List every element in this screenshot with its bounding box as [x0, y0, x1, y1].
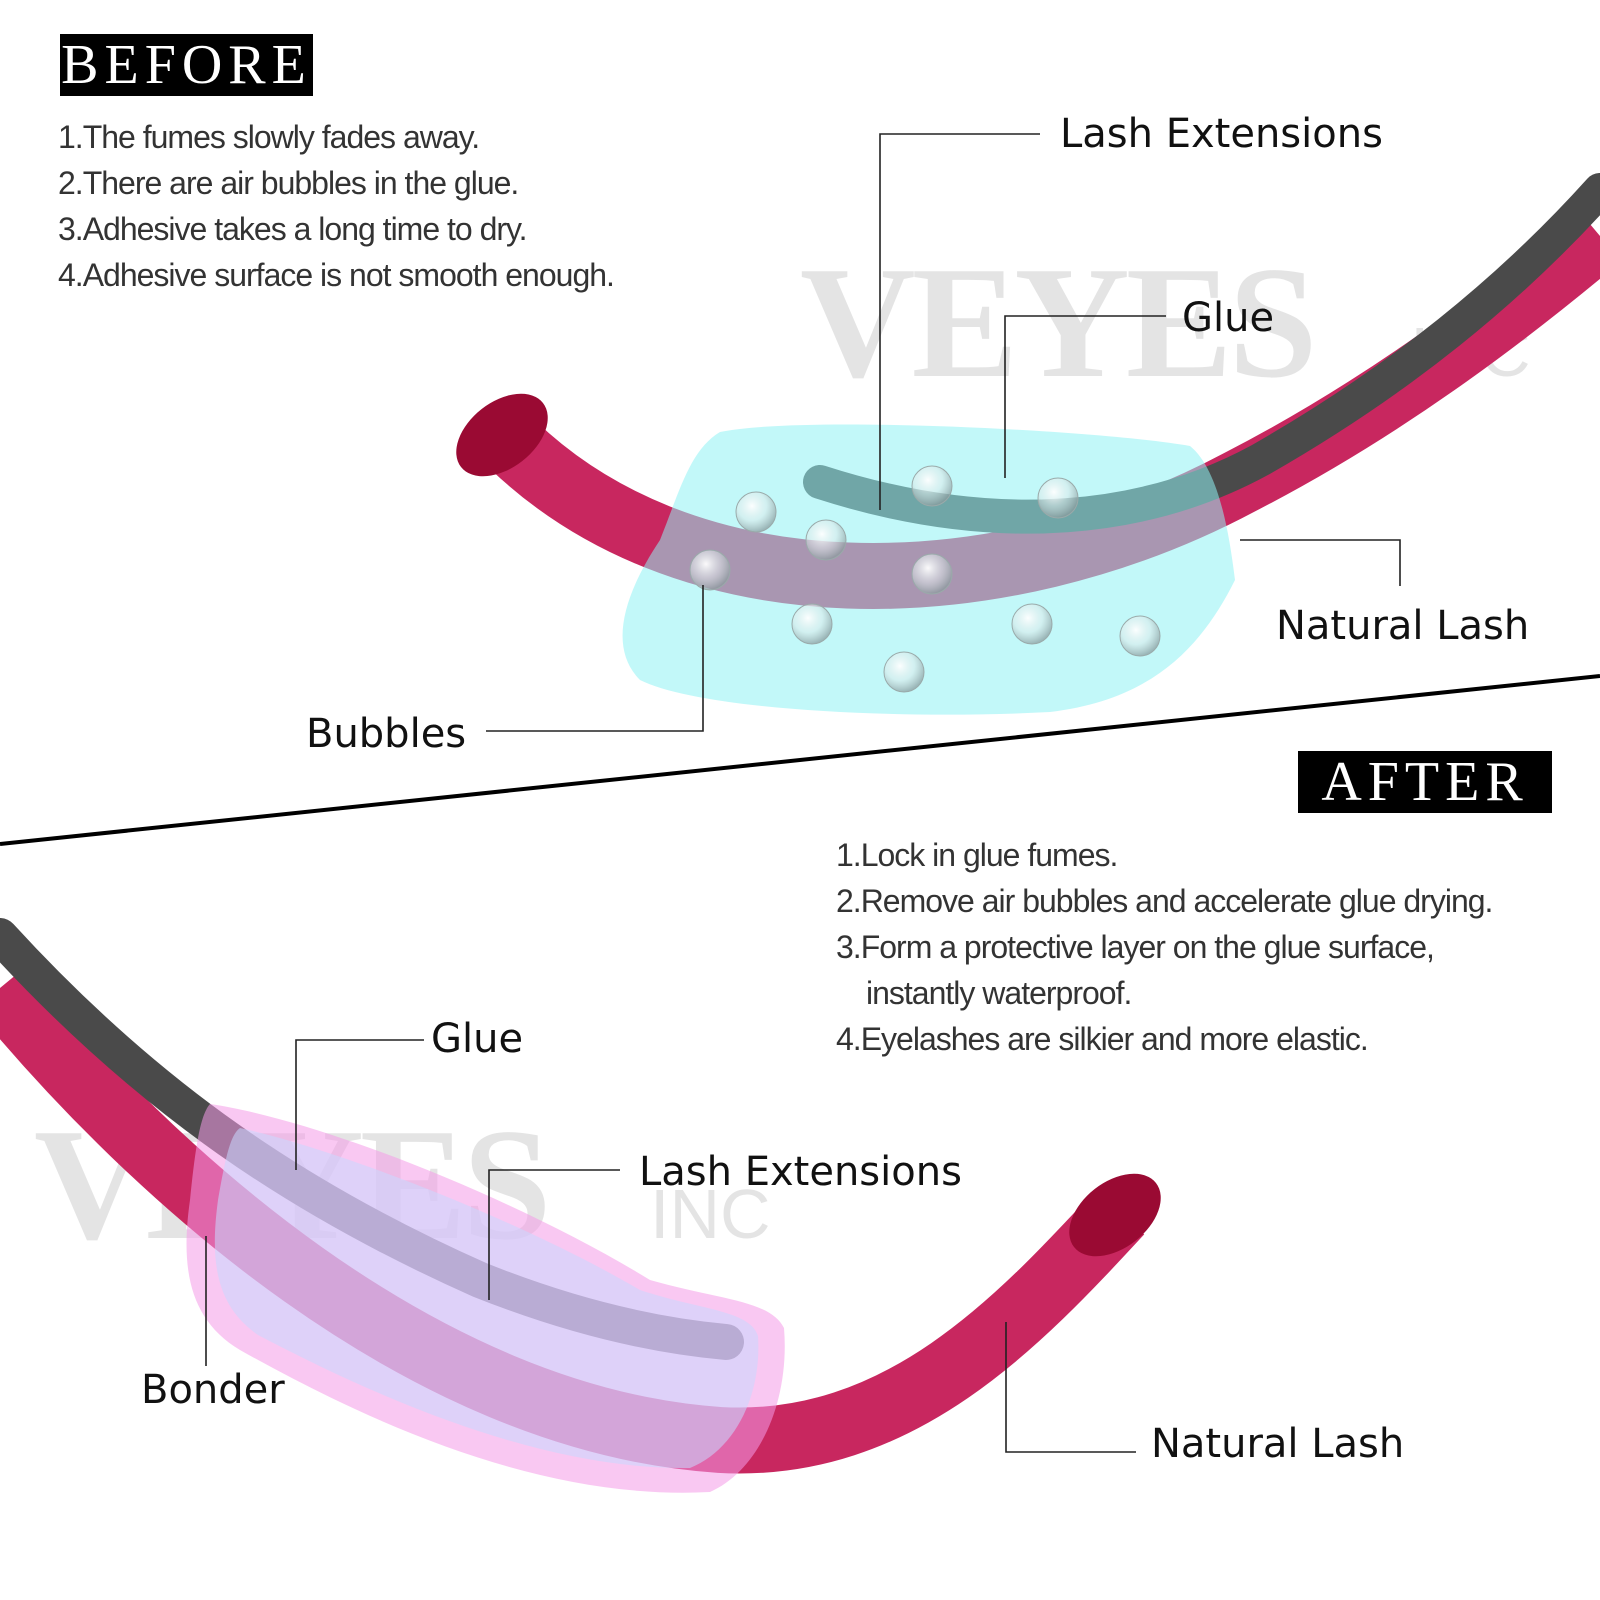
leader-lash-extensions — [879, 133, 1040, 510]
before-points-list: 1.The fumes slowly fades away. 2.There a… — [58, 114, 758, 298]
leader-after-glue — [295, 1039, 424, 1170]
watermark-brand-top: VEYES — [800, 233, 1314, 411]
before-bubbles — [689, 465, 1161, 693]
after-point: 2.Remove air bubbles and accelerate glue… — [836, 883, 1493, 919]
watermark-suffix-bottom: INC — [650, 1175, 771, 1253]
label-after-lash-extensions: Lash Extensions — [639, 1149, 962, 1195]
label-before-lash-extensions: Lash Extensions — [1060, 111, 1383, 157]
label-after-glue: Glue — [431, 1016, 524, 1062]
bubble — [1037, 477, 1079, 519]
before-heading: BEFORE — [60, 34, 313, 96]
leader-after-lash-extensions — [488, 1169, 620, 1300]
bubble — [911, 553, 953, 595]
bubble — [735, 491, 777, 533]
before-leader-lines — [486, 133, 1401, 732]
bubble — [791, 603, 833, 645]
before-point: 2.There are air bubbles in the glue. — [58, 165, 519, 201]
before-point: 3.Adhesive takes a long time to dry. — [58, 211, 528, 247]
label-after-natural-lash: Natural Lash — [1151, 1421, 1405, 1467]
section-divider — [0, 674, 1600, 846]
bubble — [805, 519, 847, 561]
bubble — [689, 549, 731, 591]
leader-after-natural-lash — [1005, 1322, 1136, 1453]
leader-bubbles — [486, 585, 704, 732]
bubble — [1011, 603, 1053, 645]
after-point: 1.Lock in glue fumes. — [836, 837, 1118, 873]
after-leader-lines — [205, 1039, 1136, 1453]
before-natural-lash-tip — [456, 393, 548, 477]
after-heading: AFTER — [1298, 751, 1552, 813]
after-points-list: 1.Lock in glue fumes. 2.Remove air bubbl… — [836, 832, 1576, 1062]
before-illustration — [456, 133, 1600, 732]
label-before-natural-lash: Natural Lash — [1276, 603, 1530, 649]
bubble — [1119, 615, 1161, 657]
leader-natural-lash — [1240, 539, 1401, 586]
after-point: 3.Form a protective layer on the glue su… — [836, 924, 1576, 1016]
after-point-continuation: instantly waterproof. — [866, 975, 1132, 1011]
after-natural-lash-tip — [1069, 1173, 1161, 1257]
label-after-bonder: Bonder — [141, 1367, 285, 1413]
before-point: 1.The fumes slowly fades away. — [58, 119, 480, 155]
after-point-line: 3.Form a protective layer on the glue su… — [836, 929, 1435, 965]
bubble — [883, 651, 925, 693]
after-glue-layer — [214, 1128, 759, 1469]
bubble — [911, 465, 953, 507]
after-illustration — [0, 918, 1161, 1493]
label-before-bubbles: Bubbles — [306, 711, 467, 757]
before-point: 4.Adhesive surface is not smooth enough. — [58, 257, 615, 293]
label-before-glue: Glue — [1182, 295, 1275, 341]
after-point: 4.Eyelashes are silkier and more elastic… — [836, 1021, 1369, 1057]
leader-glue — [1004, 315, 1166, 478]
